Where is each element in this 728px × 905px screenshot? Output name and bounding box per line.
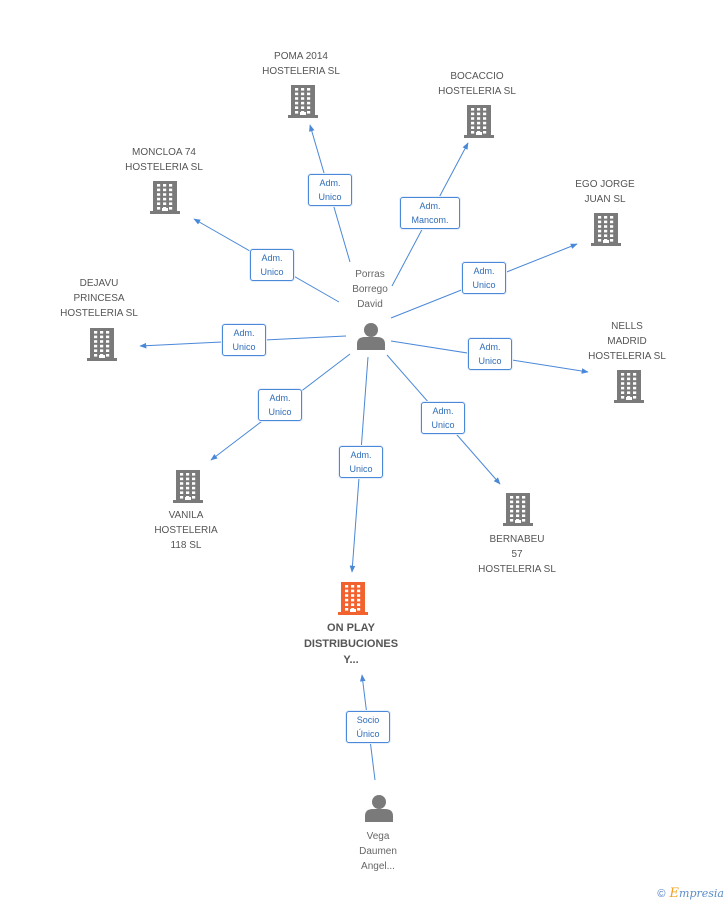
- company-label-ego[interactable]: EGO JORGE JUAN SL: [575, 179, 635, 205]
- building-icon-nells[interactable]: [614, 370, 644, 403]
- brand-name: mpresia: [679, 887, 724, 900]
- copyright-symbol: ©: [657, 888, 666, 900]
- company-label-onplay[interactable]: ON PLAY DISTRIBUCIONES Y...: [303, 622, 399, 666]
- company-label-dejavu[interactable]: DEJAVU PRINCESA HOSTELERIA SL: [60, 278, 138, 319]
- building-icon-bernabeu[interactable]: [503, 493, 533, 526]
- brand-initial: E: [669, 886, 680, 901]
- company-label-moncloa[interactable]: MONCLOA 74 HOSTELERIA SL: [125, 147, 203, 173]
- company-label-bernabeu[interactable]: BERNABEU 57 HOSTELERIA SL: [478, 534, 556, 575]
- person-label-vega[interactable]: Vega Daumen Angel...: [359, 831, 397, 872]
- building-icon-bocaccio[interactable]: [464, 105, 494, 138]
- building-icon-vanila[interactable]: [173, 470, 203, 503]
- person-icon-vega[interactable]: [365, 795, 393, 822]
- person-icon-porras[interactable]: [357, 323, 385, 350]
- building-icon-moncloa[interactable]: [150, 181, 180, 214]
- edge-label-porras-vanila[interactable]: Adm. Unico: [258, 389, 302, 421]
- empresia-logo[interactable]: ©Empresia: [657, 886, 724, 901]
- building-icon-ego[interactable]: [591, 213, 621, 246]
- edge-label-porras-ego[interactable]: Adm. Unico: [462, 262, 506, 294]
- building-icon-onplay[interactable]: [338, 582, 368, 615]
- edge-label-porras-dejavu[interactable]: Adm. Unico: [222, 324, 266, 356]
- edge-label-vega-onplay[interactable]: Socio Único: [346, 711, 390, 743]
- edge-label-porras-bernabeu[interactable]: Adm. Unico: [421, 402, 465, 434]
- company-label-vanila[interactable]: VANILA HOSTELERIA 118 SL: [154, 510, 218, 551]
- edge-label-porras-onplay[interactable]: Adm. Unico: [339, 446, 383, 478]
- edge-label-porras-nells[interactable]: Adm. Unico: [468, 338, 512, 370]
- edge-label-porras-poma[interactable]: Adm. Unico: [308, 174, 352, 206]
- company-label-nells[interactable]: NELLS MADRID HOSTELERIA SL: [588, 321, 666, 362]
- person-label-porras[interactable]: Porras Borrego David: [352, 269, 388, 310]
- edge-label-porras-bocaccio[interactable]: Adm. Mancom.: [400, 197, 460, 229]
- building-icon-dejavu[interactable]: [87, 328, 117, 361]
- building-icon-poma[interactable]: [288, 85, 318, 118]
- company-label-poma[interactable]: POMA 2014 HOSTELERIA SL: [262, 51, 340, 77]
- company-label-bocaccio[interactable]: BOCACCIO HOSTELERIA SL: [438, 71, 516, 97]
- edge-label-porras-moncloa[interactable]: Adm. Unico: [250, 249, 294, 281]
